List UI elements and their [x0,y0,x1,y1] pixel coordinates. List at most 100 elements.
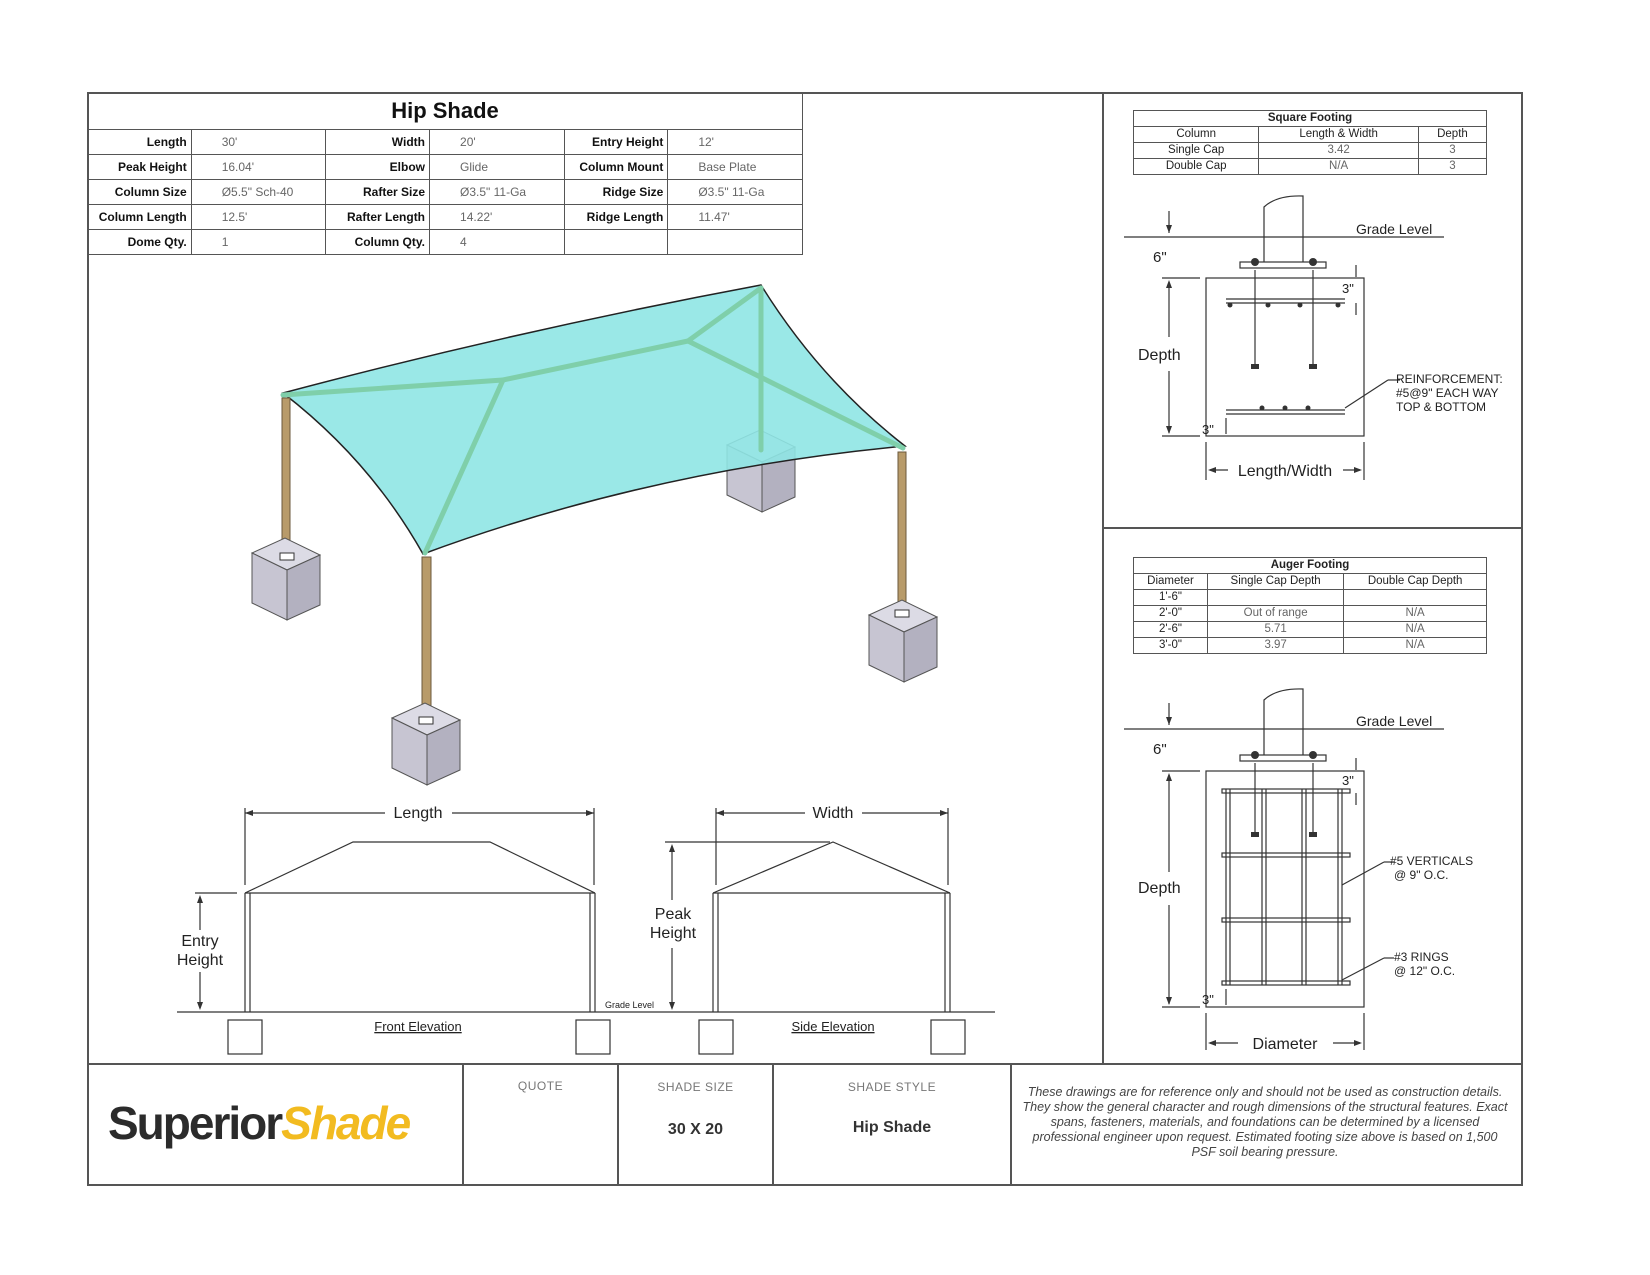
elevation-arrows [197,810,948,1010]
table-row: 1'-6" [1133,589,1487,606]
diameter-label: Diameter [1253,1036,1319,1053]
length-label: Length [394,805,443,822]
spec-value: Ø3.5" 11-Ga [429,179,565,205]
superior-shade-logo: SuperiorShade [108,1096,411,1150]
quote-label: QUOTE [517,1079,564,1093]
length-width-label: Length/Width [1238,463,1332,480]
spec-label: Rafter Length [325,204,431,230]
table-cell: Out of range [1206,605,1345,622]
table-header: Single Cap Depth [1206,573,1345,590]
spec-label: Ridge Size [563,179,669,205]
table-row: Column Length & Width Depth [1132,126,1488,143]
shade-size-label: SHADE SIZE [657,1080,734,1094]
auger-footing-table: Auger Footing Diameter Single Cap Depth … [1133,557,1487,654]
square-footing-title: Square Footing [1133,110,1487,127]
spec-value [667,229,803,255]
spec-label: Entry Height [563,129,669,155]
shade-style-label: SHADE STYLE [847,1080,937,1094]
table-header: Length & Width [1258,126,1419,143]
spec-label: Ridge Length [563,204,669,230]
entry-height-label-1: Entry [181,933,218,950]
divider-right-panel [1102,92,1104,1064]
table-row: 2'-0" Out of range N/A [1133,605,1487,622]
table-cell: 2'-0" [1133,605,1208,622]
table-cell: N/A [1343,637,1487,654]
table-cell [1343,589,1487,606]
footing-left [250,537,322,621]
spec-value: Ø3.5" 11-Ga [667,179,803,205]
spec-value: 14.22' [429,204,565,230]
table-header: Column [1132,126,1260,143]
grade-level-label: Grade Level [1356,221,1432,237]
verticals-label-1: #5 VERTICALS [1390,854,1473,868]
spec-value: 12.5' [190,204,327,230]
reinforcement-label-2: #5@9" EACH WAY [1396,386,1498,400]
hip-shade-3d-illustration [250,284,939,786]
spec-value: 11.47' [667,204,803,230]
shade-size-cell: SHADE SIZE 30 X 20 [619,1080,772,1139]
divider-tb-4 [1010,1063,1012,1186]
frame-rafters [280,285,906,556]
auger-footing-title: Auger Footing [1133,557,1487,574]
reinforcement-label-1: REINFORCEMENT: [1396,372,1503,386]
grade-level-label: Grade Level [1356,713,1432,729]
table-cell: 5.71 [1206,621,1345,638]
disclaimer-text: These drawings are for reference only an… [1022,1085,1508,1159]
table-row: Diameter Single Cap Depth Double Cap Dep… [1133,573,1487,590]
table-row: Single Cap 3.42 3 [1132,142,1488,159]
table-cell: 1'-6" [1133,589,1208,606]
shade-style-cell: SHADE STYLE Hip Shade [774,1080,1010,1137]
table-cell: N/A [1258,158,1419,175]
reinforcement-label-3: TOP & BOTTOM [1396,400,1486,414]
spec-value: 1 [190,229,327,255]
elevation-drawings: Length Width Entry Height Peak Height Gr… [177,805,995,1055]
shade-style-value: Hip Shade [852,1119,932,1136]
side-elevation-label: Side Elevation [791,1019,874,1034]
depth-label: Depth [1138,347,1181,364]
table-row: Dome Qty. 1 Column Qty. 4 [87,229,803,255]
depth-label: Depth [1138,880,1181,897]
divider-tb-3 [772,1063,774,1186]
square-footing-detail: Grade Level 6" 3" Depth REINFORCEMENT: #… [1124,195,1503,480]
divider-footing-panels [1102,527,1523,529]
three-inch-top-label: 3" [1342,281,1354,296]
entry-height-label-2: Height [177,952,224,969]
table-cell: Double Cap [1132,158,1260,175]
spec-label: Length [87,129,192,155]
logo-text-superior: Superior [108,1097,283,1149]
rings-label-1: #3 RINGS [1394,950,1449,964]
divider-tb-1 [462,1063,464,1186]
divider-title-block [87,1063,1523,1065]
footing-right [867,599,939,683]
auger-footing-detail: Grade Level 6" 3" Depth #5 VERTICALS @ 9… [1124,688,1473,1053]
table-cell: Single Cap [1132,142,1260,159]
table-header: Diameter [1133,573,1208,590]
drawing-sheet-border [87,92,1523,1186]
footing-front [390,702,462,786]
three-inch-side-label: 3" [1202,422,1214,437]
divider-tb-2 [617,1063,619,1186]
canopy-fabric [281,284,907,555]
spec-table: Hip Shade Length 30' Width 20' Entry Hei… [87,92,803,255]
front-elevation-label: Front Elevation [374,1019,461,1034]
three-inch-top-label: 3" [1342,773,1354,788]
peak-height-label-1: Peak [655,906,692,923]
logo-text-shade: Shade [281,1097,411,1149]
table-header: Double Cap Depth [1343,573,1487,590]
table-cell [1206,589,1345,606]
spec-value: 16.04' [190,154,327,180]
table-row: Column Length 12.5' Rafter Length 14.22'… [87,204,803,230]
spec-label: Column Mount [563,154,669,180]
table-cell: 3 [1417,142,1488,159]
square-footing-table: Square Footing Column Length & Width Dep… [1132,110,1488,175]
spec-label: Elbow [325,154,431,180]
table-cell: N/A [1343,605,1487,622]
spec-value: 4 [429,229,565,255]
six-inch-label: 6" [1153,741,1167,758]
six-inch-label: 6" [1153,249,1167,266]
spec-title: Hip Shade [87,92,803,130]
peak-height-label-2: Height [650,925,697,942]
spec-value: 30' [190,129,327,155]
spec-label: Column Length [87,204,192,230]
grade-level-label: Grade Level [605,1000,654,1010]
